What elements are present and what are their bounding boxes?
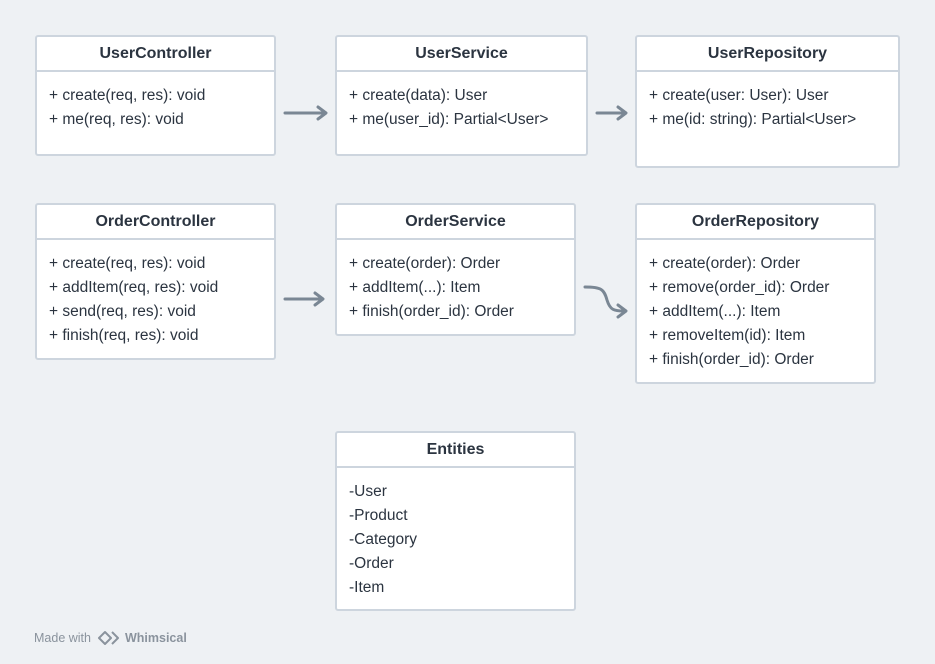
member-list: + create(order): Order + addItem(...): I… bbox=[337, 240, 574, 324]
whimsical-logo-icon bbox=[97, 631, 119, 645]
member: -Product bbox=[349, 507, 408, 524]
member: + remove(order_id): Order bbox=[649, 279, 830, 296]
class-box-order-service[interactable]: OrderService + create(order): Order + ad… bbox=[335, 203, 576, 336]
member: + create(req, res): void bbox=[49, 255, 206, 272]
member: + removeItem(id): Item bbox=[649, 327, 806, 344]
class-title: UserRepository bbox=[637, 37, 898, 72]
member-list: + create(req, res): void + addItem(req, … bbox=[37, 240, 274, 348]
member: + create(order): Order bbox=[649, 255, 801, 272]
member-list: -User -Product -Category -Order -Item bbox=[337, 468, 574, 600]
member: + finish(req, res): void bbox=[49, 327, 199, 344]
member: + addItem(...): Item bbox=[349, 279, 481, 296]
member: + finish(order_id): Order bbox=[349, 303, 514, 320]
member: + create(user: User): User bbox=[649, 87, 829, 104]
member: -User bbox=[349, 483, 387, 500]
class-box-user-controller[interactable]: UserController + create(req, res): void … bbox=[35, 35, 276, 156]
class-box-user-service[interactable]: UserService + create(data): User + me(us… bbox=[335, 35, 588, 156]
member: + me(id: string): Partial<User> bbox=[649, 111, 857, 128]
class-box-order-repository[interactable]: OrderRepository + create(order): Order +… bbox=[635, 203, 876, 384]
member: -Item bbox=[349, 579, 385, 596]
brand-label: Whimsical bbox=[124, 631, 187, 645]
class-title: OrderService bbox=[337, 205, 574, 240]
class-box-entities[interactable]: Entities -User -Product -Category -Order… bbox=[335, 431, 576, 611]
member: + me(req, res): void bbox=[49, 111, 184, 128]
class-title: OrderRepository bbox=[637, 205, 874, 240]
member-list: + create(order): Order + remove(order_id… bbox=[637, 240, 874, 372]
class-title: OrderController bbox=[37, 205, 274, 240]
watermark-made-with: Made with Whimsical bbox=[34, 628, 187, 648]
class-box-order-controller[interactable]: OrderController + create(req, res): void… bbox=[35, 203, 276, 360]
member: + create(data): User bbox=[349, 87, 488, 104]
member: + addItem(req, res): void bbox=[49, 279, 219, 296]
member-list: + create(req, res): void + me(req, res):… bbox=[37, 72, 274, 132]
member: + addItem(...): Item bbox=[649, 303, 781, 320]
connector-arrow-order-service-to-repository bbox=[583, 285, 626, 313]
member: + finish(order_id): Order bbox=[649, 351, 814, 368]
made-with-label: Made with bbox=[34, 631, 91, 645]
class-box-user-repository[interactable]: UserRepository + create(user: User): Use… bbox=[635, 35, 900, 168]
class-title: UserService bbox=[337, 37, 586, 72]
member: -Order bbox=[349, 555, 394, 572]
member-list: + create(user: User): User + me(id: stri… bbox=[637, 72, 898, 132]
member: -Category bbox=[349, 531, 418, 548]
member: + me(user_id): Partial<User> bbox=[349, 111, 549, 128]
member: + create(order): Order bbox=[349, 255, 501, 272]
class-title: UserController bbox=[37, 37, 274, 72]
class-title: Entities bbox=[337, 433, 574, 468]
member: + send(req, res): void bbox=[49, 303, 196, 320]
member: + create(req, res): void bbox=[49, 87, 206, 104]
member-list: + create(data): User + me(user_id): Part… bbox=[337, 72, 586, 132]
